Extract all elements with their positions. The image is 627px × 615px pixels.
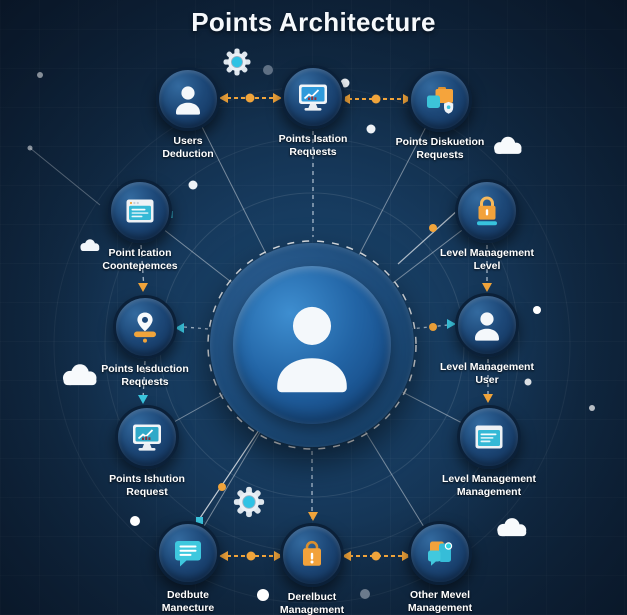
monitor-chart-icon bbox=[133, 424, 161, 451]
node-label: Points Iesduction Requests bbox=[101, 363, 189, 389]
node-point-ication-coontepemces: Point Ication Coontepemces bbox=[80, 179, 200, 274]
node-label: Points Ishution Request bbox=[109, 473, 185, 499]
node-other-mevel-management: Other Mevel Management bbox=[380, 521, 500, 615]
location-pin-icon bbox=[134, 312, 156, 343]
user-icon bbox=[176, 86, 200, 115]
node-level-management-management: Level Management Management bbox=[429, 405, 549, 500]
node-dedbute-manecture: Dedbute Manecture bbox=[128, 521, 248, 615]
folders-shield-icon bbox=[427, 87, 454, 114]
node-level-management-level: Level Management Level bbox=[427, 179, 547, 274]
chat-bubbles-icon bbox=[428, 541, 453, 566]
node-label: Level Management Management bbox=[442, 473, 536, 499]
node-label: Points Isation Requests bbox=[278, 133, 348, 159]
node-label: Other Mevel Management bbox=[407, 589, 473, 615]
node-derelbuct-management: Derelbuct Management bbox=[252, 523, 372, 615]
node-label: Level Management Level bbox=[440, 247, 534, 273]
node-label: Derelbuct Management bbox=[279, 591, 345, 615]
padlock-icon bbox=[477, 196, 497, 226]
node-level-management-user: Level Management User bbox=[427, 293, 547, 388]
browser-window-icon bbox=[126, 199, 154, 223]
node-label: Level Management User bbox=[440, 361, 534, 387]
center-node-inner bbox=[233, 266, 391, 424]
node-users-deduction: Users Deduction bbox=[128, 67, 248, 162]
node-points-diskuetion-requests: Points Diskuetion Requests bbox=[380, 68, 500, 163]
page-title: Points Architecture bbox=[191, 7, 436, 37]
center-node bbox=[210, 243, 414, 447]
node-label: Dedbute Manecture bbox=[161, 589, 215, 615]
node-points-isation-requests: Points Isation Requests bbox=[253, 65, 373, 160]
user-icon bbox=[277, 306, 347, 393]
browser-window-icon bbox=[475, 425, 503, 449]
node-label: Users Deduction bbox=[162, 135, 214, 161]
gear-icon bbox=[233, 486, 265, 518]
chat-bubble-icon bbox=[175, 541, 201, 567]
shopping-bag-lock-icon bbox=[303, 540, 321, 566]
node-points-ishution-request: Points Ishution Request bbox=[87, 405, 207, 500]
user-icon bbox=[475, 312, 499, 341]
node-points-iesduction-requests: Points Iesduction Requests bbox=[85, 295, 205, 390]
node-label: Points Diskuetion Requests bbox=[395, 136, 485, 162]
cloud-icon bbox=[497, 518, 527, 537]
node-label: Point Ication Coontepemces bbox=[102, 247, 178, 273]
monitor-chart-icon bbox=[299, 84, 327, 111]
